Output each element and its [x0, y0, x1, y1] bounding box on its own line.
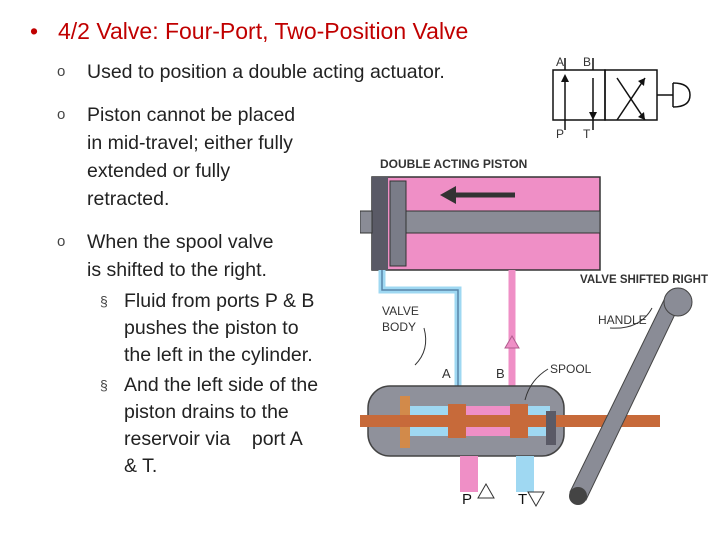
valve-shifted-label: VALVE SHIFTED RIGHT	[580, 274, 708, 286]
bullet-3-line: is shifted to the right.	[87, 259, 267, 281]
sub-bullet-marker: §	[100, 377, 108, 393]
symbol-box-left	[552, 69, 606, 121]
handle-lever[interactable]	[569, 299, 679, 501]
valve-body-label-1: VALVE	[382, 304, 419, 318]
motion-arrow-head	[440, 186, 456, 204]
callout-handle	[609, 307, 653, 329]
arrow-head	[561, 74, 569, 82]
arrow-head	[638, 112, 645, 120]
bullet-3-line: When the spool valve	[87, 231, 274, 253]
title-text: 4/2 Valve: Four-Port, Two-Position Valve	[58, 18, 469, 44]
bullet-2: o Piston cannot be placed in mid-travel;…	[57, 101, 357, 213]
port-label-p: P	[462, 491, 472, 508]
handle-knob[interactable]	[663, 287, 693, 317]
sub-bullet-1: § Fluid from ports P & B pushes the pist…	[100, 288, 364, 369]
valve-body-label-2: BODY	[382, 320, 416, 334]
rod-end	[360, 210, 373, 234]
bullet-2-line: in mid-travel; either fully	[87, 132, 293, 154]
bullet-2-line: Piston cannot be placed	[87, 104, 296, 126]
flow-arrow-t	[527, 491, 545, 508]
sub-bullet-1-line: Fluid from ports P & B	[124, 290, 315, 312]
arrow-head	[638, 78, 645, 86]
symbol-label-t: T	[583, 127, 591, 141]
sub-bullet-2-line: piston drains to the	[124, 401, 289, 423]
arrow-head	[589, 112, 597, 120]
sub-bullet-1-line: the left in the cylinder.	[124, 344, 313, 366]
spool-stem	[360, 415, 660, 427]
sub-bullet-2-line: & T.	[124, 455, 158, 477]
bullet-marker: o	[57, 63, 66, 80]
bullet-1-text: Used to position a double acting actuato…	[87, 61, 445, 83]
bullet-marker: o	[57, 106, 66, 123]
port-p-pipe	[460, 456, 478, 492]
port-t-pipe	[516, 456, 534, 492]
title-bullet: •	[30, 18, 39, 44]
bullet-3: o When the spool valve is shifted to the…	[57, 228, 347, 284]
handle[interactable]	[546, 287, 693, 505]
sub-bullet-2-line: And the left side of the	[124, 374, 319, 396]
flow-arrow-b	[504, 335, 520, 349]
bullet-2-line: extended or fully	[87, 160, 231, 182]
cylinder	[360, 176, 601, 271]
line-a-outline	[381, 270, 459, 400]
port-label-b: B	[496, 366, 505, 381]
piston-rod	[405, 210, 601, 234]
port-label-t: T	[518, 491, 527, 508]
sub-bullet-2: § And the left side of the piston drains…	[100, 372, 364, 480]
valve-diagram: DOUBLE ACTING PISTON VALVE SHIFTED RIGHT…	[360, 157, 708, 508]
symbol-box-right	[604, 69, 658, 121]
slide-title: • 4/2 Valve: Four-Port, Two-Position Valv…	[30, 18, 468, 45]
symbol-label-b: B	[583, 55, 591, 69]
cylinder-end-cap	[372, 177, 388, 270]
symbol-label-a: A	[556, 55, 564, 69]
valve-body	[360, 385, 660, 457]
callout-valve-body	[414, 327, 427, 366]
handle-pivot	[546, 411, 556, 445]
handle-pivot-pin	[569, 487, 587, 505]
sub-bullet-1-line: pushes the piston to	[124, 317, 299, 339]
port-label-a: A	[442, 366, 451, 381]
valve-symbol: A B P T	[552, 55, 691, 141]
sub-bullet-2-line: reservoir via port A	[124, 428, 303, 450]
piston-label: DOUBLE ACTING PISTON	[380, 157, 527, 171]
spool-label: SPOOL	[550, 362, 592, 376]
callout-spool	[524, 368, 549, 401]
bullet-2-line: retracted.	[87, 188, 170, 210]
sub-bullet-marker: §	[100, 293, 108, 309]
handle-label: HANDLE	[598, 313, 647, 327]
symbol-label-p: P	[556, 127, 564, 141]
piston-head	[389, 180, 407, 267]
bullet-marker: o	[57, 233, 66, 250]
bullet-1: o Used to position a double acting actua…	[57, 58, 445, 86]
flow-arrow-p	[477, 482, 495, 499]
